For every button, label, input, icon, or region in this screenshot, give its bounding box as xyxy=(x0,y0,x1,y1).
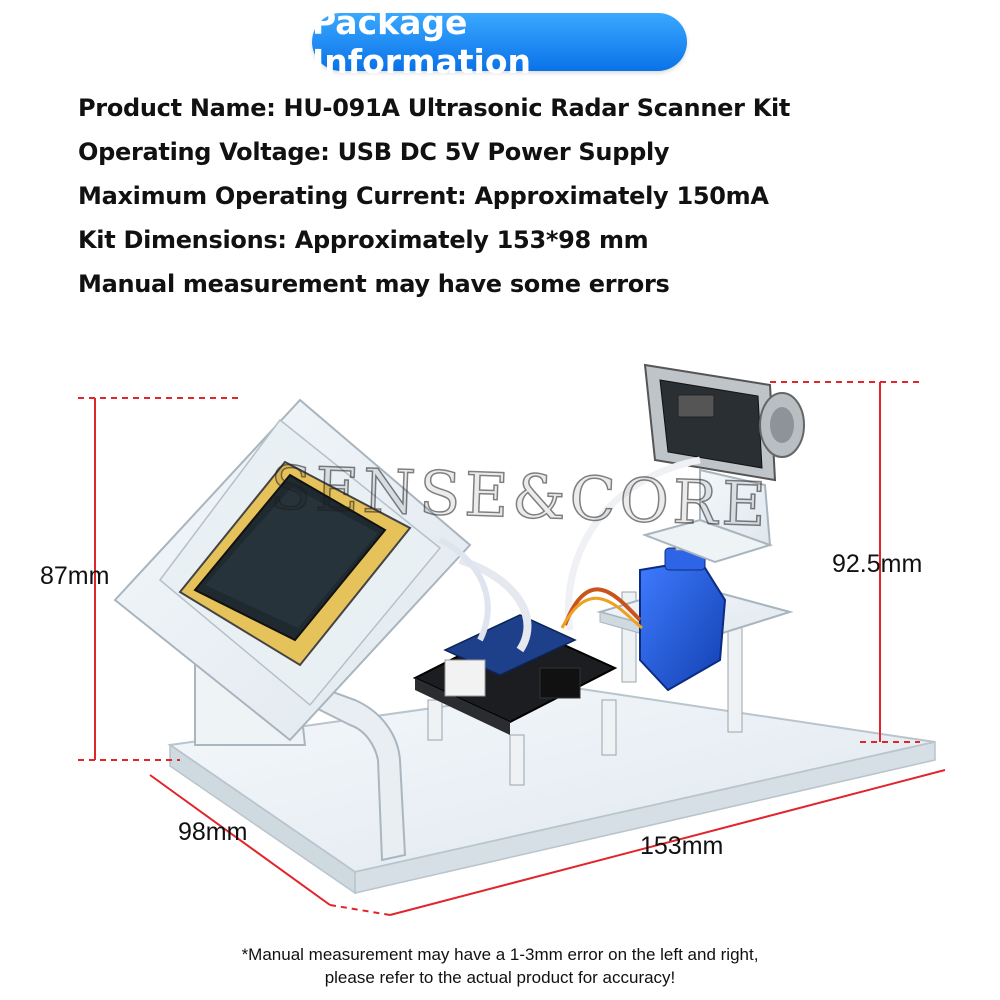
controller-board xyxy=(412,614,618,786)
spec-kit-dimensions: Kit Dimensions: Approximately 153*98 mm xyxy=(78,226,649,254)
label-right-height: 92.5mm xyxy=(832,550,923,578)
banner-title: Package Information xyxy=(312,3,531,81)
dimension-lines xyxy=(78,381,946,916)
ultrasonic-sensor xyxy=(643,363,805,482)
sensor-bracket xyxy=(641,468,774,564)
spec-operating-voltage: Operating Voltage: USB DC 5V Power Suppl… xyxy=(78,138,670,166)
label-width: 153mm xyxy=(640,832,724,860)
width-line xyxy=(389,769,946,916)
acrylic-base-plate xyxy=(167,686,936,895)
spec-max-current: Maximum Operating Current: Approximately… xyxy=(78,182,769,210)
footnote-line-2: please refer to the actual product for a… xyxy=(324,968,676,987)
package-information-banner: Package Information xyxy=(312,3,687,81)
spec-product-name: Product Name: HU-091A Ultrasonic Radar S… xyxy=(78,94,791,122)
wire-bundle xyxy=(438,456,701,653)
lcd-screen xyxy=(178,460,412,667)
depth-line xyxy=(149,774,331,906)
spec-measurement-note: Manual measurement may have some errors xyxy=(78,270,670,298)
label-left-height: 87mm xyxy=(40,562,110,590)
footnote-line-1: *Manual measurement may have a 1-3mm err… xyxy=(241,945,759,964)
label-depth: 98mm xyxy=(178,818,248,846)
